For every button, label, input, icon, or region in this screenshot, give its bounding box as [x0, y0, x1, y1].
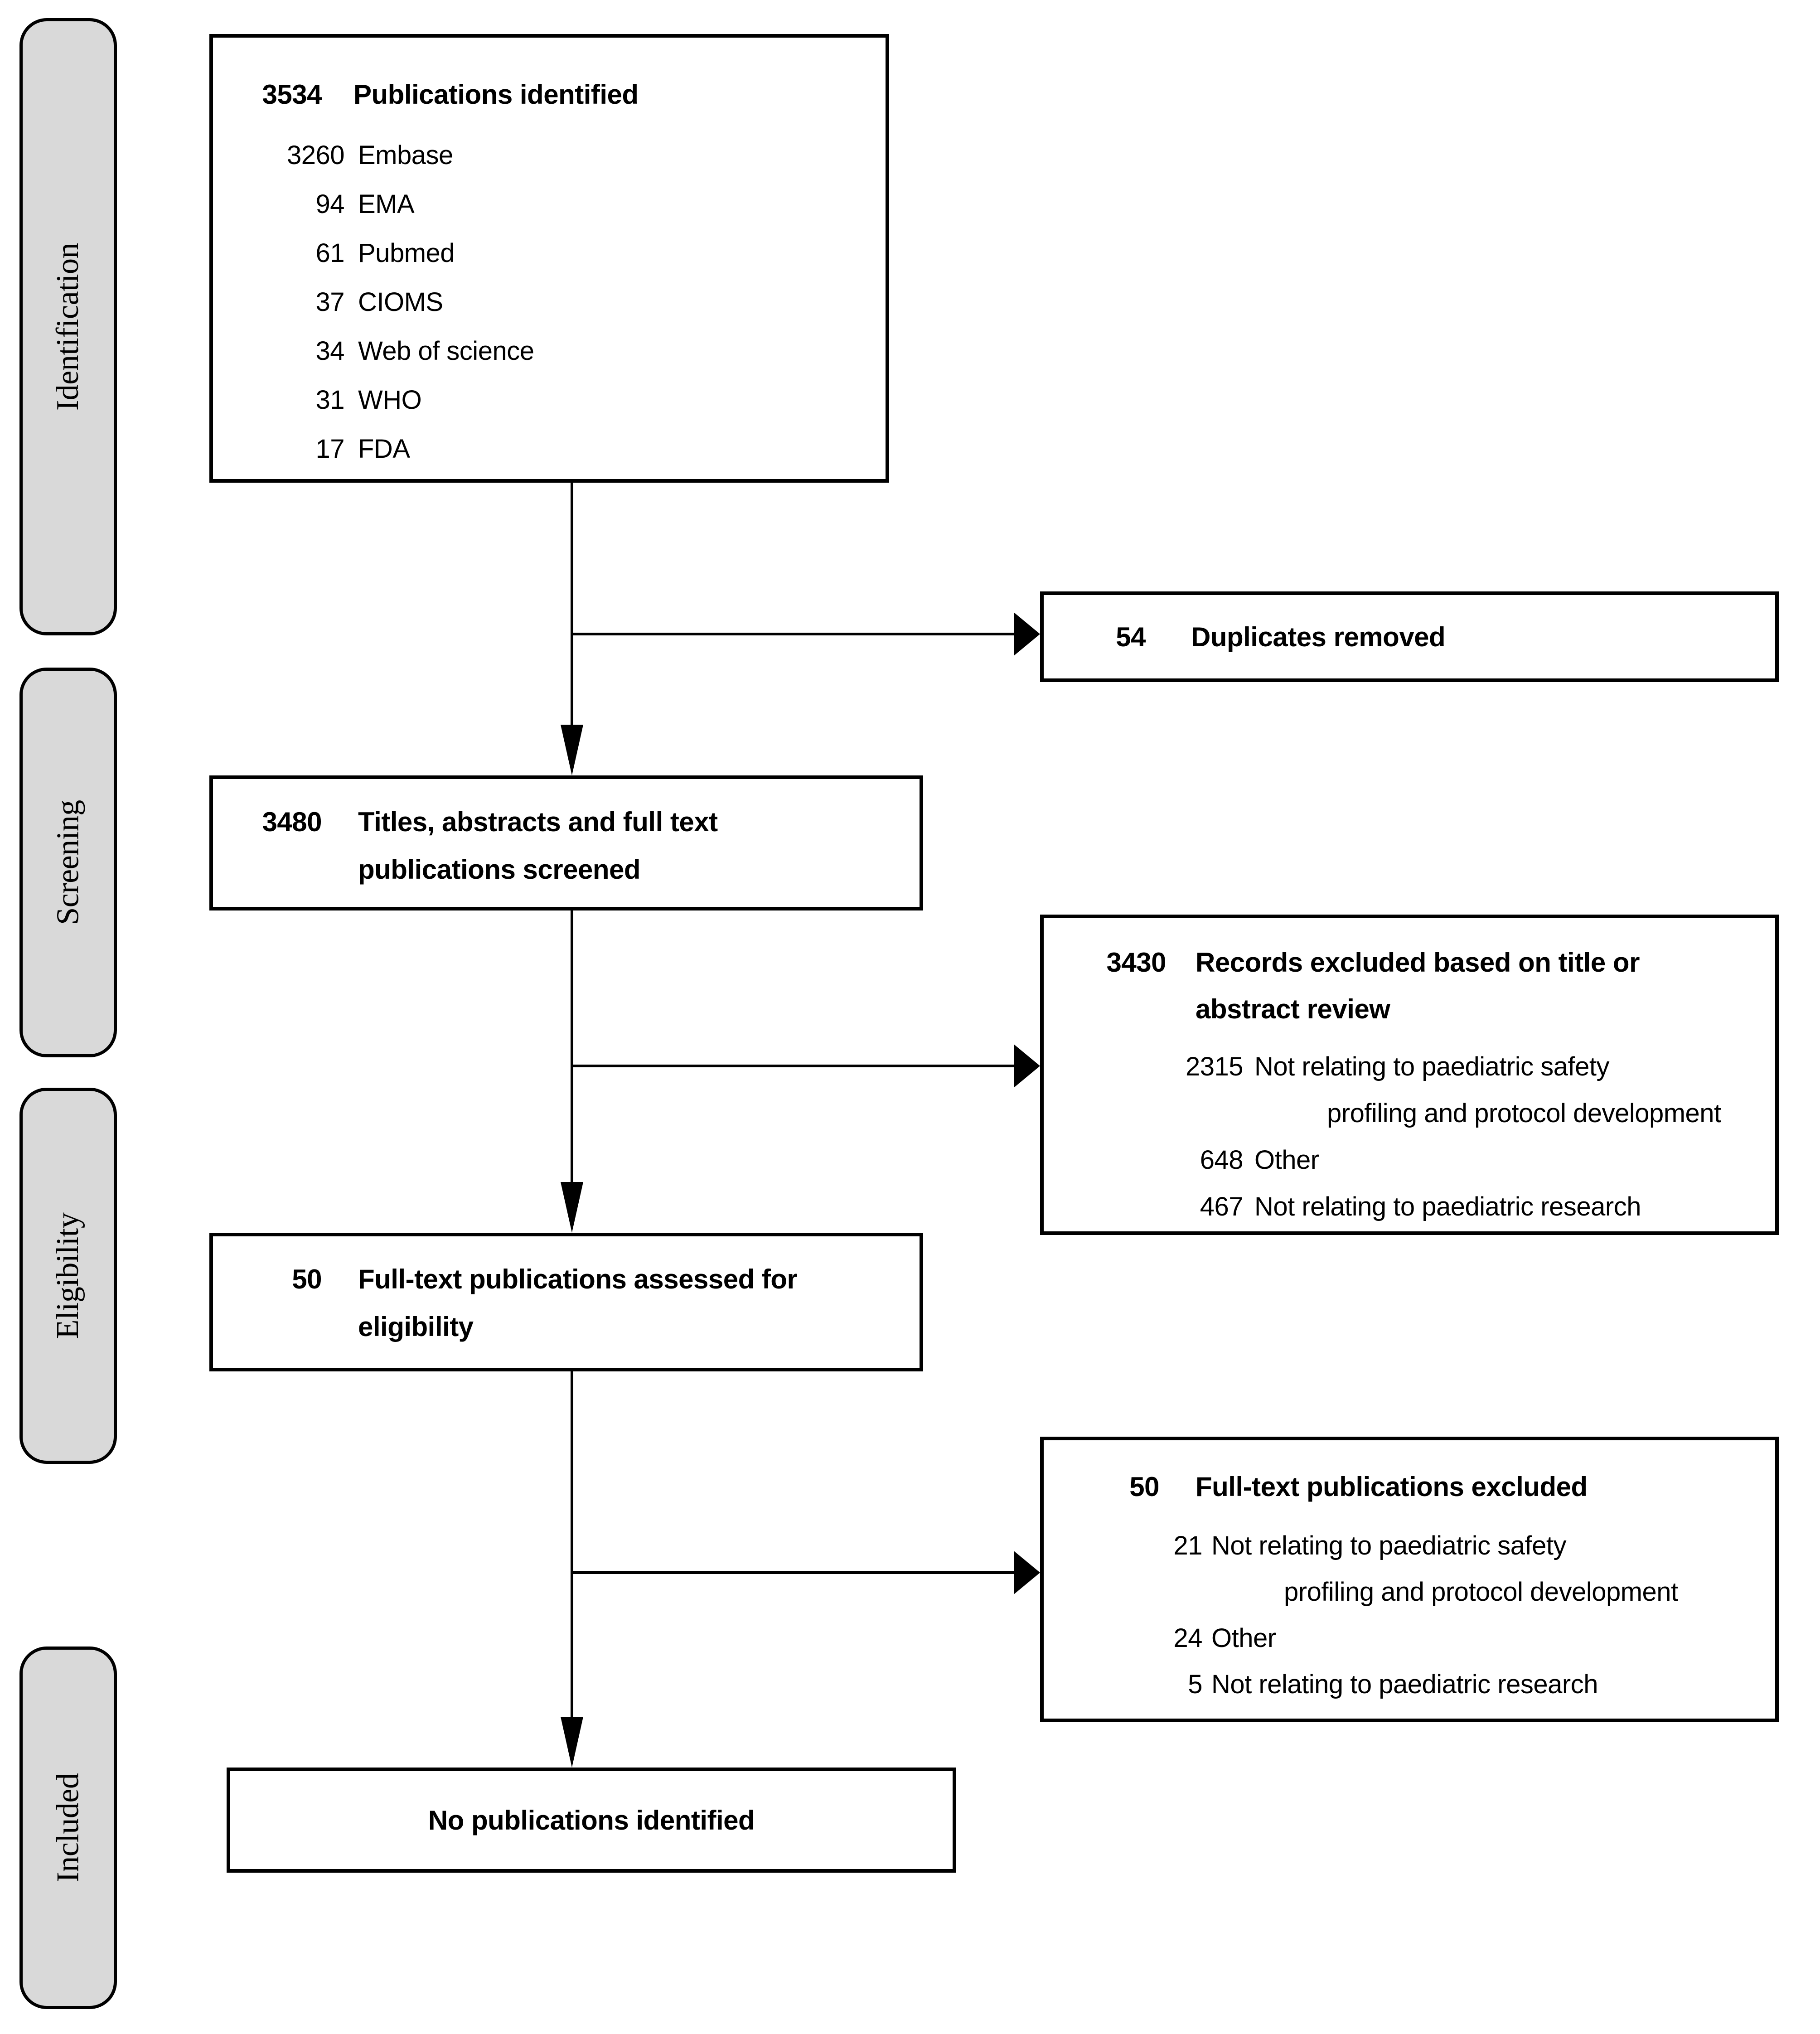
fulltext-assessed-label-line2: eligibility	[358, 1312, 474, 1342]
records-excluded-label-line2: abstract review	[1196, 994, 1390, 1024]
exclusion-reason-line2: profiling and protocol development	[1284, 1577, 1678, 1607]
source-label: Pubmed	[358, 238, 455, 268]
exclusion-reason-count: 648	[1200, 1145, 1244, 1175]
connector-to-duplicates	[572, 633, 1014, 635]
source-label: WHO	[358, 385, 422, 415]
stage-included-label: Included	[50, 1773, 86, 1883]
source-item-fda: 17 FDA	[231, 425, 872, 474]
exclusion-reason-count: 24	[1173, 1623, 1202, 1653]
source-item-pubmed: 61 Pubmed	[231, 229, 872, 278]
source-item-web-of-science: 34 Web of science	[231, 327, 872, 376]
connector-to-records-excluded	[572, 1065, 1014, 1067]
box-publications-identified: 3534 Publications identified 3260 Embase…	[209, 34, 889, 483]
exclusion-reason-label: Other	[1254, 1145, 1319, 1175]
fulltext-assessed-header: 50 Full-text publications assessed for e…	[231, 1255, 906, 1351]
publications-screened-label: Titles, abstracts and full text publicat…	[358, 798, 718, 893]
exclusion-reason: 21 Not relating to paediatric safety pro…	[1066, 1523, 1762, 1615]
source-count: 17	[315, 434, 344, 464]
source-item-embase: 3260 Embase	[231, 131, 872, 180]
duplicates-removed-label: Duplicates removed	[1191, 621, 1446, 652]
exclusion-reason-label: Not relating to paediatric safety profil…	[1211, 1523, 1678, 1615]
connector-screened-to-assessed	[571, 910, 573, 1183]
source-label: EMA	[358, 189, 415, 219]
fulltext-excluded-header: 50 Full-text publications excluded	[1066, 1464, 1762, 1510]
publications-screened-count: 3480	[262, 807, 322, 837]
exclusion-reason-label: Not relating to paediatric safety profil…	[1254, 1043, 1721, 1137]
stage-screening-label: Screening	[50, 800, 86, 925]
exclusion-reason: 5 Not relating to paediatric research	[1066, 1661, 1762, 1708]
records-excluded-label-line1: Records excluded based on title or	[1196, 947, 1640, 978]
source-count: 31	[315, 385, 344, 415]
arrow-down-icon	[561, 725, 583, 775]
box-no-publications-identified: No publications identified	[227, 1768, 956, 1873]
publications-screened-label-line1: Titles, abstracts and full text	[358, 807, 718, 837]
arrow-down-icon	[561, 1717, 583, 1768]
exclusion-reason-count: 5	[1188, 1670, 1202, 1699]
no-publications-identified-label: No publications identified	[428, 1805, 755, 1835]
source-count: 34	[315, 336, 344, 366]
exclusion-reason-label: Other	[1211, 1623, 1276, 1653]
publications-screened-header: 3480 Titles, abstracts and full text pub…	[231, 798, 906, 893]
publications-identified-label: Publications identified	[353, 79, 639, 110]
source-count: 61	[315, 238, 344, 268]
stage-included: Included	[19, 1647, 117, 2009]
source-label: Embase	[358, 140, 453, 170]
exclusion-reason-count: 21	[1173, 1531, 1202, 1560]
box-records-excluded: 3430 Records excluded based on title or …	[1040, 915, 1779, 1235]
stage-identification: Identification	[19, 18, 117, 635]
box-duplicates-removed: 54 Duplicates removed	[1040, 591, 1779, 682]
exclusion-reason: 648 Other	[1066, 1137, 1762, 1183]
source-item-cioms: 37 CIOMS	[231, 278, 872, 327]
source-label: CIOMS	[358, 287, 443, 317]
exclusion-reason-line1: Not relating to paediatric safety	[1254, 1052, 1610, 1081]
connector-assessed-to-included	[571, 1371, 573, 1718]
source-count: 3260	[286, 140, 345, 170]
box-fulltext-assessed: 50 Full-text publications assessed for e…	[209, 1233, 923, 1371]
fulltext-excluded-count: 50	[1129, 1472, 1159, 1502]
publications-identified-header: 3534 Publications identified	[231, 70, 872, 119]
publications-screened-label-line2: publications screened	[358, 854, 641, 885]
publications-identified-count: 3534	[262, 79, 322, 110]
connector-identified-to-screened	[571, 483, 573, 727]
stage-eligibility: Eligibility	[19, 1088, 117, 1464]
exclusion-reason-count: 2315	[1185, 1052, 1244, 1081]
duplicates-removed-count: 54	[1116, 621, 1146, 652]
records-excluded-count: 3430	[1106, 947, 1167, 978]
stage-screening: Screening	[19, 668, 117, 1057]
box-publications-screened: 3480 Titles, abstracts and full text pub…	[209, 775, 923, 910]
exclusion-reason-count: 467	[1200, 1192, 1244, 1221]
arrow-right-icon	[1014, 612, 1040, 656]
source-count: 37	[315, 287, 344, 317]
exclusion-reason-line1: Not relating to paediatric safety	[1211, 1531, 1567, 1560]
connector-to-fulltext-excluded	[572, 1571, 1014, 1574]
source-count: 94	[315, 189, 344, 219]
stage-eligibility-label: Eligibility	[50, 1212, 86, 1339]
exclusion-reason-line2: profiling and protocol development	[1327, 1099, 1721, 1128]
records-excluded-header: 3430 Records excluded based on title or …	[1066, 939, 1762, 1032]
exclusion-reason-label: Not relating to paediatric research	[1211, 1670, 1598, 1699]
source-item-who: 31 WHO	[231, 376, 872, 425]
fulltext-excluded-label: Full-text publications excluded	[1196, 1472, 1588, 1502]
exclusion-reason: 2315 Not relating to paediatric safety p…	[1066, 1043, 1762, 1137]
exclusion-reason-label: Not relating to paediatric research	[1254, 1192, 1641, 1221]
records-excluded-label: Records excluded based on title or abstr…	[1196, 939, 1640, 1032]
arrow-right-icon	[1014, 1551, 1040, 1594]
exclusion-reason: 24 Other	[1066, 1615, 1762, 1661]
arrow-down-icon	[561, 1182, 583, 1233]
fulltext-assessed-label: Full-text publications assessed for elig…	[358, 1255, 798, 1351]
box-fulltext-excluded: 50 Full-text publications excluded 21 No…	[1040, 1437, 1779, 1722]
stage-identification-label: Identification	[50, 242, 86, 411]
source-label: Web of science	[358, 336, 534, 366]
fulltext-assessed-label-line1: Full-text publications assessed for	[358, 1264, 798, 1294]
source-label: FDA	[358, 434, 410, 464]
fulltext-assessed-count: 50	[292, 1264, 322, 1294]
arrow-right-icon	[1014, 1044, 1040, 1088]
exclusion-reason: 467 Not relating to paediatric research	[1066, 1183, 1762, 1230]
source-item-ema: 94 EMA	[231, 180, 872, 229]
